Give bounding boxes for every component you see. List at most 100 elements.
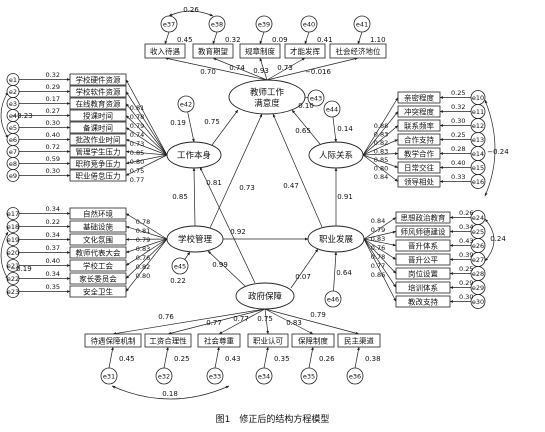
indicator-job-5-frame (69, 133, 127, 146)
error-e18-label: e18 (7, 223, 19, 231)
indicator-relation-2-frame (397, 119, 441, 132)
loading-job-4: 0.73 (130, 140, 144, 148)
indicator-relation-3-frame (397, 133, 441, 146)
err-value-top-0: 0.45 (177, 36, 193, 44)
error-e26-label: e26 (472, 242, 484, 250)
latent-school-label: 学校管理 (178, 234, 213, 245)
arrow-job-8 (125, 154, 168, 176)
error-e35 (300, 367, 318, 385)
error-e18 (6, 220, 20, 233)
indicator-career-1-frame (395, 225, 451, 238)
arrow-top-0 (164, 57, 268, 81)
indicator-school-4-frame (69, 259, 127, 272)
indicator-top-1: 教育期望 (192, 43, 234, 59)
indicator-school-4: 学校工会 (69, 259, 127, 272)
arrow-career-2 (363, 238, 397, 247)
arrow-err-latent-0 (187, 111, 195, 143)
err-value-relation-0: 0.25 (451, 89, 465, 97)
arrow-err-bottom-2 (214, 346, 220, 369)
indicator-career-4-label: 岗位设置 (408, 269, 438, 279)
cov-job (0, 91, 9, 139)
loading-career-2: 0.83 (371, 235, 385, 243)
indicator-job-4-label: 备课时间 (83, 123, 113, 133)
loading-relation-5: 0.80 (374, 165, 388, 173)
loading-bottom-1: 0.77 (206, 319, 222, 327)
err-value-job-4: 0.30 (46, 119, 60, 127)
indicator-job-2-frame (69, 97, 127, 110)
error-e31-label: e31 (103, 373, 115, 381)
indicator-job-0-label: 学校硬件资源 (76, 75, 121, 85)
err-value-job-1: 0.29 (46, 83, 60, 91)
indicator-school-0-frame (69, 207, 127, 220)
error-e32 (155, 367, 173, 385)
indicator-relation-0-label: 亲密程度 (404, 93, 434, 103)
arrow-relation-4 (362, 152, 399, 156)
cov-career (484, 218, 495, 262)
err-value-top-2: 0.09 (272, 36, 288, 44)
latent-relation-label: 人际关系 (319, 150, 353, 161)
err-value-relation-5: 0.40 (451, 159, 465, 167)
indicator-top-1-label: 教育期望 (198, 46, 228, 56)
indicator-school-1: 基础设施 (69, 220, 127, 233)
indicator-relation-1-label: 冲突程度 (404, 107, 434, 117)
indicator-career-4: 岗位设置 (395, 267, 451, 280)
arrow-school-1 (125, 226, 168, 240)
indicator-school-6-label: 安全卫生 (83, 287, 113, 297)
error-e4-label: e4 (9, 112, 17, 120)
latent-job (166, 141, 222, 169)
error-e23 (6, 285, 20, 298)
loading-job-7: 0.75 (130, 167, 144, 175)
indicator-bottom-0: 待遇保障机制 (84, 333, 142, 348)
indicator-relation-4-label: 教学合作 (404, 149, 434, 159)
indicator-job-4: 备课时间 (69, 121, 127, 134)
indicator-job-0-frame (69, 73, 127, 86)
err-value-bottom-4: 0.26 (319, 355, 335, 363)
indicator-job-1-frame (69, 85, 127, 98)
indicator-school-5-label: 家长委员会 (79, 274, 117, 284)
indicator-school-2: 文化氛围 (69, 233, 127, 246)
indicator-top-4-frame (329, 43, 387, 59)
indicator-top-0-frame (144, 43, 186, 59)
err-value-latent-3: 0.22 (170, 277, 186, 285)
err-value-school-6: 0.35 (46, 283, 60, 291)
error-e22 (6, 272, 20, 285)
indicator-job-3: 授课时间 (69, 109, 127, 122)
arrow-school-5 (125, 238, 168, 279)
indicator-relation-6: 领导相处 (397, 175, 441, 188)
error-e16 (470, 174, 486, 189)
error-e1-label: e1 (9, 76, 17, 84)
indicator-bottom-1-label: 工资合理性 (149, 336, 187, 346)
indicator-job-5: 批改作业时间 (69, 133, 127, 146)
arrow-school-0 (125, 213, 168, 240)
error-e13-label: e13 (472, 136, 484, 144)
error-e9-label: e9 (9, 172, 17, 180)
latent-policy-label: 政府保障 (248, 291, 283, 302)
err-value-career-3: 0.39 (459, 251, 473, 259)
err-value-career-5: 0.29 (459, 279, 473, 287)
indicator-relation-1-frame (397, 105, 441, 118)
indicator-career-2-label: 晋升体系 (408, 241, 438, 251)
loading-relation-3: 0.83 (374, 148, 388, 156)
indicator-school-4-label: 学校工会 (83, 261, 113, 271)
arrow-err-bottom-3 (263, 346, 269, 369)
indicator-bottom-2-frame (197, 333, 241, 348)
path-label-career-sat: 0.47 (283, 182, 299, 190)
indicator-career-0-frame (395, 211, 451, 224)
loading-relation-4: 0.85 (374, 156, 388, 164)
indicator-school-2-frame (69, 233, 127, 246)
err-value-bottom-0: 0.45 (119, 355, 135, 363)
err-value-relation-2: 0.30 (451, 117, 465, 125)
loading-top-3: 0.73 (277, 64, 293, 72)
loading-top-4: −0.016 (305, 68, 331, 76)
arrow-bottom-0 (112, 308, 266, 335)
arrow-err-top-4 (357, 31, 363, 45)
nodes-layer: 教师工作 满意度 工作本身 人际关系 学校管理 职业发展 政府保障 收入待遇e3… (6, 15, 486, 385)
indicator-career-6-label: 教改支持 (408, 297, 438, 307)
error-e42-label: e42 (180, 101, 192, 109)
indicator-job-6-label: 管理学生压力 (76, 147, 121, 157)
error-e17 (6, 207, 20, 220)
indicator-school-6-frame (69, 285, 127, 298)
err-value-bottom-1: 0.25 (174, 355, 190, 363)
arrow-bottom-1 (167, 308, 266, 335)
err-value-bottom-5: 0.38 (365, 355, 381, 363)
